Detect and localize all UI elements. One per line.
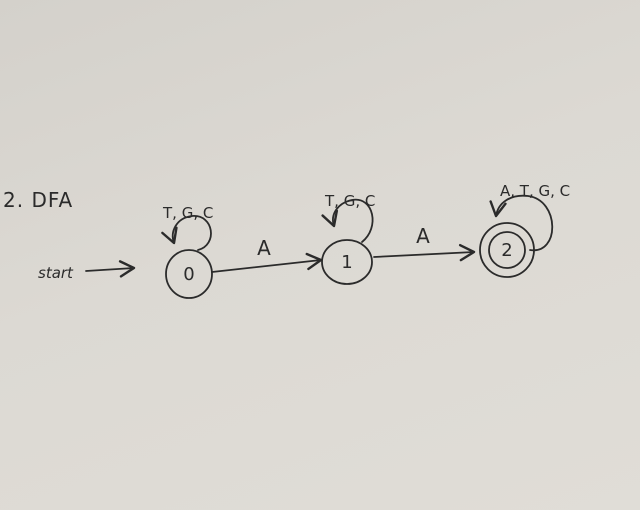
- transition-1-2: [373, 243, 476, 262]
- state-2-inner-circle: [488, 231, 526, 269]
- self-loop-0: [161, 215, 212, 251]
- state-1-label: 1: [341, 252, 352, 273]
- state-1: 1: [321, 239, 373, 285]
- state-0: 0: [165, 249, 213, 299]
- start-label: start: [38, 264, 74, 282]
- state-0-circle: [165, 249, 213, 299]
- state-0-label: 0: [183, 264, 194, 285]
- loop-label-0: T, G, C: [162, 204, 213, 222]
- self-loop-2: [489, 194, 554, 251]
- state-1-circle: [321, 239, 373, 285]
- state-2-label: 2: [501, 240, 512, 261]
- transition-1-2-label: A: [416, 224, 430, 248]
- self-loop-1: [321, 199, 374, 243]
- loop-label-1: T, G, C: [324, 192, 375, 210]
- state-2: 2: [479, 222, 535, 278]
- diagram-title: 2. DFA: [3, 188, 73, 212]
- loop-label-2: A, T, G, C: [500, 182, 570, 200]
- transition-0-1: [211, 252, 323, 273]
- transition-0-1-label: A: [257, 236, 271, 260]
- start-arrow: [85, 260, 136, 278]
